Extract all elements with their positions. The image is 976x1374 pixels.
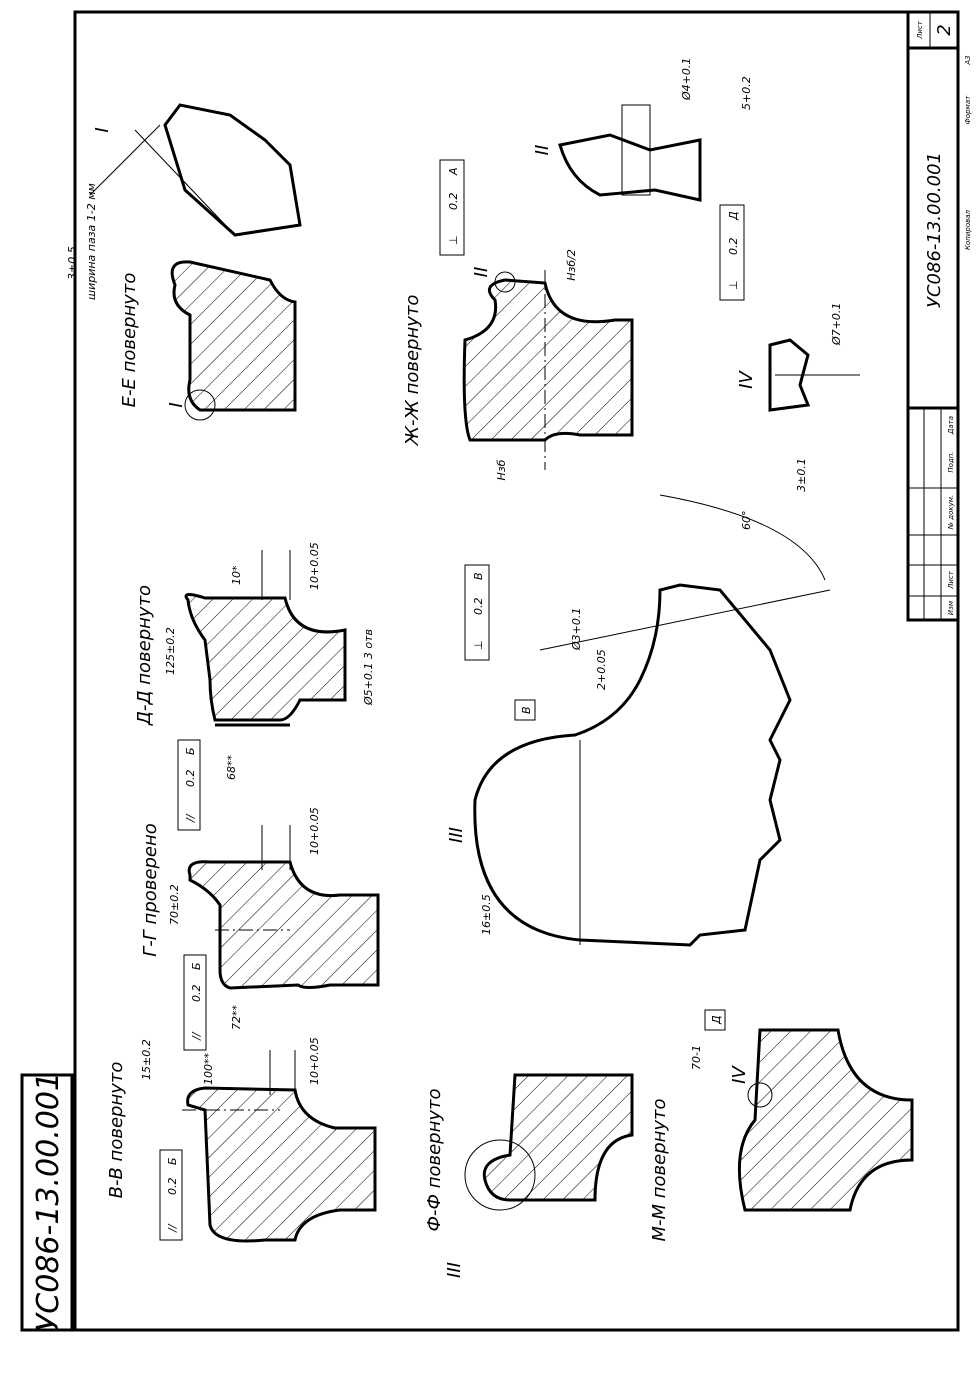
dim-4: Ø4+0.1 — [680, 58, 693, 101]
dim-3-groove: 3±0.5 — [66, 246, 79, 280]
title-doc-no: № докум. — [947, 495, 955, 531]
title-format-label: Формат — [964, 95, 972, 124]
tolerance-symbol: // — [184, 813, 197, 823]
title-date: Дата — [947, 416, 955, 435]
tolerance-value: 0.2 — [190, 985, 203, 1003]
tolerance-value: 0.2 — [447, 193, 460, 211]
tolerance-datum: Д — [727, 211, 740, 221]
section-ff-label: Ф-Ф повернуто — [424, 1088, 445, 1231]
tolerance-frame-V: ⊥ 0.2 В — [464, 564, 490, 661]
section-dd — [184, 550, 347, 727]
tolerance-datum: Б — [184, 747, 197, 755]
tolerance-symbol: ⊥ — [727, 280, 740, 290]
dim-3-hole: Ø3+0.1 — [570, 608, 583, 651]
title-format: А3 — [964, 55, 972, 65]
datum-V: В — [514, 699, 536, 721]
dim-70m: 70-1 — [690, 1045, 703, 1070]
section-zh-label: Ж-Ж повернуто — [402, 295, 423, 447]
dim-125: 125±0.2 — [164, 627, 177, 675]
title-copied: Копировал — [964, 209, 972, 250]
tolerance-datum: Б — [166, 1157, 179, 1165]
sheet-label: Лист — [916, 20, 924, 40]
datum-d-letter: Д — [710, 1015, 723, 1025]
section-mm-label: М-М повернуто — [649, 1098, 670, 1241]
datum-v-letter: В — [520, 706, 533, 714]
dim-70: 70±0.2 — [168, 884, 181, 925]
section-ee — [89, 103, 302, 421]
dim-10deg: 10* — [230, 565, 243, 585]
tolerance-symbol: // — [166, 1223, 179, 1233]
drawing-number-stamp: УС086-13.00.001 — [20, 1072, 74, 1332]
view-IV-mark: IV — [729, 1065, 750, 1084]
detail-II — [558, 104, 702, 202]
view-I-label: I — [92, 127, 113, 132]
section-gg — [187, 825, 380, 990]
section-ff — [464, 1073, 634, 1211]
dim-hzb2: Нзб/2 — [565, 249, 578, 281]
tolerance-frame-gg: // 0.2 Б — [183, 954, 207, 1051]
tolerance-value: 0.2 — [184, 770, 197, 788]
tolerance-frame-vv: // 0.2 Б — [159, 1149, 183, 1241]
dim-3: 3±0.1 — [795, 458, 808, 492]
groove-note: ширина паза 1-2 мм — [85, 183, 98, 300]
tolerance-symbol: // — [190, 1031, 203, 1041]
tolerance-frame-D: ⊥ 0.2 Д — [719, 204, 745, 301]
section-zh — [462, 270, 634, 470]
dim-15: 15±0.2 — [140, 1039, 153, 1080]
tolerance-value: 0.2 — [727, 238, 740, 256]
dim-68: 68** — [225, 755, 238, 780]
view-III-label: III — [446, 827, 467, 843]
section-gg-label: Г-Г проверено — [140, 823, 161, 956]
tolerance-frame-A: ⊥ 0.2 А — [439, 159, 465, 256]
dim-hzb: Нзб — [495, 459, 508, 480]
tolerance-datum: Б — [190, 962, 203, 970]
dim-10b: 10+0.05 — [308, 807, 321, 855]
dim-10a: 10+0.05 — [308, 1037, 321, 1085]
tolerance-symbol: ⊥ — [472, 640, 485, 650]
stamp-number: УС086-13.00.001 — [31, 1072, 66, 1332]
section-vv-label: В-В повернуто — [106, 1062, 127, 1199]
view-III-mark: III — [444, 1262, 465, 1278]
section-mm — [737, 1028, 914, 1212]
drawing-frame — [73, 10, 960, 1332]
tolerance-datum: А — [447, 167, 460, 176]
view-IV-label: IV — [736, 370, 757, 389]
datum-D: Д — [704, 1009, 726, 1031]
view-I-mark: I — [166, 402, 187, 407]
detail-IV — [768, 338, 860, 412]
dim-5: 5+0.2 — [740, 76, 753, 110]
dim-2: 2+0.05 — [595, 649, 608, 690]
dim-100: 100** — [202, 1053, 215, 1085]
view-II-label: II — [532, 145, 553, 156]
tolerance-frame-dd: // 0.2 Б — [177, 739, 201, 831]
sheet-number: 2 — [934, 24, 955, 35]
title-sign: Подп. — [947, 451, 955, 472]
title-drawing-number: УС086-13.00.001 — [924, 152, 945, 308]
title-list: Лист — [947, 570, 955, 590]
tolerance-symbol: ⊥ — [447, 235, 460, 245]
title-block: Лист 2 УС086-13.00.001 Изм Лист № докум.… — [906, 10, 972, 622]
dim-7: Ø7+0.1 — [830, 303, 843, 346]
section-ee-label: Е-Е повернуто — [119, 273, 140, 408]
dim-16: 16±0.5 — [480, 894, 493, 935]
tolerance-value: 0.2 — [166, 1178, 179, 1196]
dim-72: 72** — [230, 1005, 243, 1030]
view-II-mark: II — [471, 267, 492, 278]
section-vv — [182, 1050, 377, 1243]
view-III — [473, 494, 831, 947]
tolerance-datum: В — [472, 572, 485, 580]
dim-5-holes: Ø5+0.1 3 отв — [362, 629, 375, 706]
section-dd-label: Д-Д повернуто — [134, 585, 155, 726]
tolerance-value: 0.2 — [472, 598, 485, 616]
title-izm: Изм — [947, 600, 955, 615]
dim-10c: 10+0.05 — [308, 542, 321, 590]
dim-60deg: 60° — [740, 511, 753, 531]
